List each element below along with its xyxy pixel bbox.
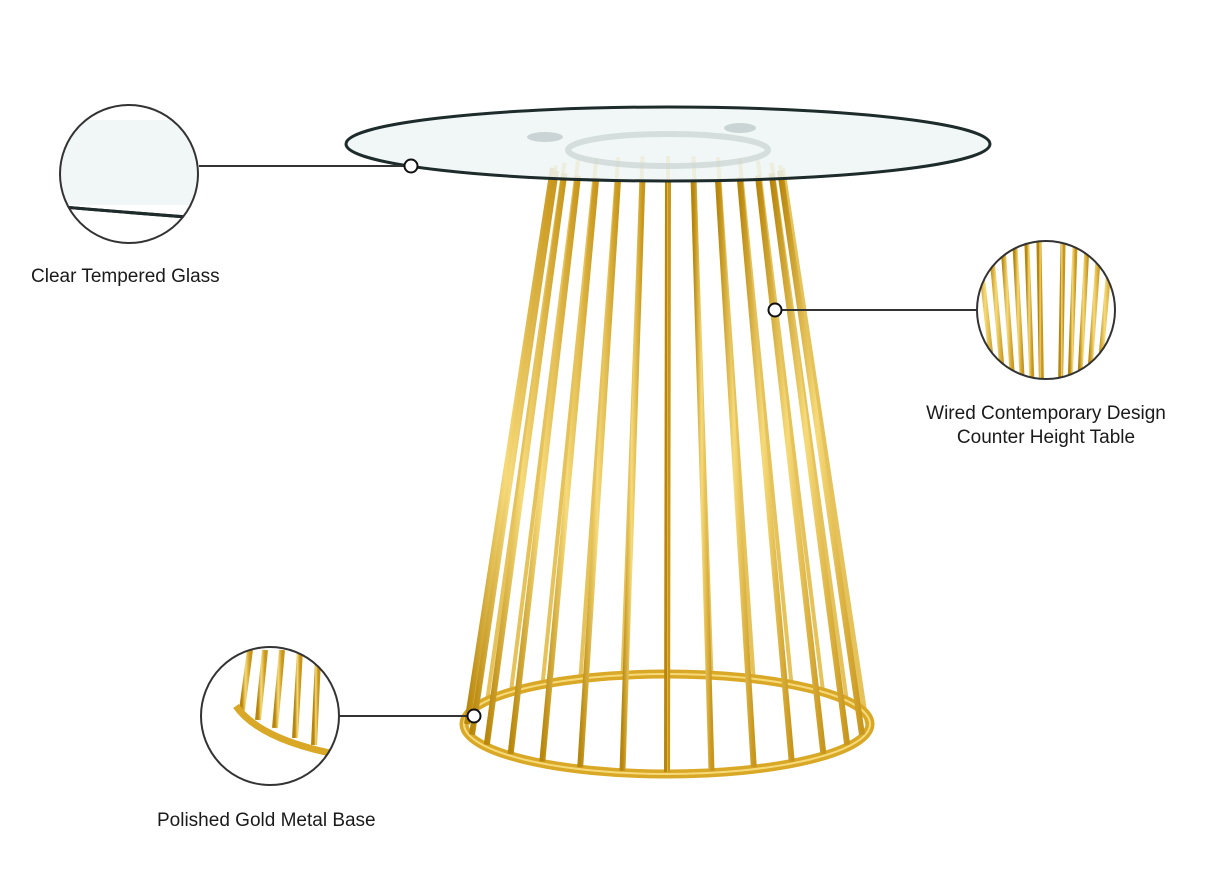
base-rod <box>469 170 559 736</box>
base-rod <box>690 179 715 771</box>
callout-label-base: Polished Gold Metal Base <box>157 810 376 831</box>
base-rod <box>507 175 582 755</box>
callout-label-glass: Clear Tempered Glass <box>31 266 220 287</box>
zoomed-rod <box>1077 241 1091 379</box>
zoomed-rod <box>999 241 1016 379</box>
callout-design <box>767 240 1116 380</box>
base-rod <box>777 170 865 736</box>
zoomed-rod <box>1058 241 1066 379</box>
zoomed-rod <box>1024 241 1035 379</box>
base-rod <box>664 179 671 773</box>
base-rod <box>619 179 646 771</box>
base-rod <box>714 178 757 768</box>
base-rod <box>483 172 568 746</box>
base-rod <box>768 172 851 746</box>
glass-top <box>344 105 992 183</box>
callout-label-design-line2: Counter Height Table <box>956 427 1136 448</box>
callout-glass <box>59 104 419 244</box>
callout-label-design-line1: Wired Contemporary Design <box>926 403 1166 424</box>
zoomed-rod <box>1036 241 1044 379</box>
base-rod <box>539 177 600 762</box>
base-rods-front <box>464 167 865 773</box>
zoomed-rod <box>1011 241 1025 379</box>
base-rod <box>736 177 795 762</box>
base-rod <box>754 175 827 755</box>
zoomed-rod <box>1067 241 1078 379</box>
callout-base <box>200 646 482 786</box>
base-rod <box>577 178 622 768</box>
base-rod <box>464 167 556 725</box>
base-rod <box>781 167 869 725</box>
